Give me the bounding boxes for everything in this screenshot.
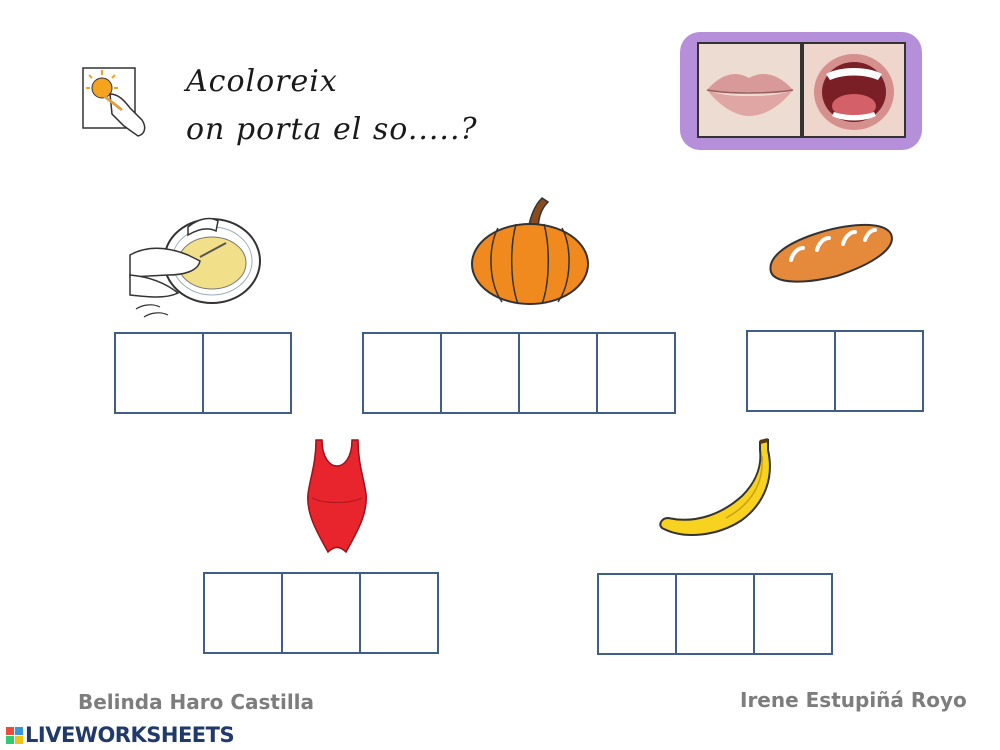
letter-box[interactable] — [362, 332, 442, 414]
pumpkin-letter-boxes — [362, 332, 676, 414]
liveworksheets-brand-text: LIVEWORKSHEETS — [25, 723, 235, 747]
liveworksheets-logo[interactable]: LIVEWORKSHEETS — [6, 723, 235, 747]
bread-letter-boxes — [746, 330, 924, 412]
author-credit-right: Irene Estupiñá Royo — [740, 688, 967, 712]
letter-box[interactable] — [834, 330, 924, 412]
letter-box[interactable] — [281, 572, 361, 654]
swimsuit-image — [300, 438, 374, 556]
instruction-line-1: Acoloreix — [186, 64, 338, 99]
banana-image — [656, 436, 782, 540]
letter-box[interactable] — [202, 332, 292, 414]
author-credit-left: Belinda Haro Castilla — [78, 690, 315, 714]
letter-box[interactable] — [359, 572, 439, 654]
letter-box[interactable] — [746, 330, 836, 412]
letter-box[interactable] — [114, 332, 204, 414]
letter-box[interactable] — [753, 573, 833, 655]
letter-box[interactable] — [518, 332, 598, 414]
letter-box[interactable] — [596, 332, 676, 414]
swimsuit-letter-boxes — [203, 572, 439, 654]
liveworksheets-icon — [6, 726, 23, 744]
letter-box[interactable] — [597, 573, 677, 655]
letter-box[interactable] — [440, 332, 520, 414]
open-mouth-icon — [802, 42, 906, 138]
pumpkin-image — [468, 196, 592, 306]
bread-image — [765, 218, 897, 286]
coloring-hand-icon — [80, 64, 156, 140]
closed-lips-icon — [697, 42, 802, 138]
letter-box[interactable] — [675, 573, 755, 655]
puree-plate-image — [128, 205, 263, 323]
mouth-images-frame — [680, 32, 922, 150]
instruction-text: Acoloreix on porta el so.....? — [186, 58, 478, 154]
puree-letter-boxes — [114, 332, 292, 414]
letter-box[interactable] — [203, 572, 283, 654]
instruction-line-2: on porta el so.....? — [186, 112, 478, 147]
banana-letter-boxes — [597, 573, 833, 655]
